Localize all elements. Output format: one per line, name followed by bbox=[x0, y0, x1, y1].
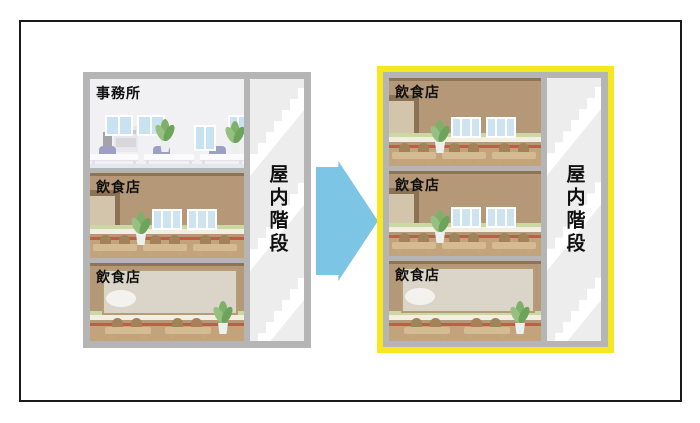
window bbox=[194, 125, 216, 151]
stripe-cream bbox=[389, 137, 541, 142]
floor-base bbox=[90, 164, 244, 168]
door bbox=[389, 188, 419, 228]
dining-table bbox=[442, 143, 486, 164]
dining-table bbox=[392, 233, 436, 254]
window bbox=[451, 207, 481, 228]
dining-table bbox=[105, 318, 151, 339]
stairs-art bbox=[547, 78, 601, 341]
door bbox=[90, 190, 120, 230]
stripe-green bbox=[389, 311, 541, 315]
staircase-column: 屋内階段 bbox=[250, 79, 304, 341]
plant-icon bbox=[429, 210, 451, 243]
floor-label-restaurant: 飲食店 bbox=[395, 178, 440, 194]
floor-restaurant: 飲食店 bbox=[389, 261, 541, 341]
stair-label: 屋内階段 bbox=[266, 164, 289, 256]
floor-restaurant: 飲食店 bbox=[389, 78, 541, 166]
window bbox=[486, 117, 516, 138]
floor-label-restaurant: 飲食店 bbox=[96, 180, 141, 196]
ceiling-trim bbox=[90, 173, 244, 176]
dining-table bbox=[143, 235, 187, 256]
stripe-red bbox=[389, 145, 541, 148]
dining-table bbox=[193, 235, 237, 256]
dining-table bbox=[492, 233, 536, 254]
dining-table bbox=[93, 235, 137, 256]
transition-arrow-icon bbox=[316, 161, 378, 281]
plant-icon bbox=[130, 212, 152, 245]
plant-icon bbox=[212, 301, 234, 334]
stripe-red bbox=[389, 235, 541, 238]
dining-table bbox=[442, 233, 486, 254]
outer-frame: 事務所 bbox=[19, 20, 682, 402]
floor-restaurant: 飲食店 bbox=[90, 263, 244, 341]
dining-table bbox=[464, 318, 510, 339]
plant-icon bbox=[224, 121, 244, 154]
window bbox=[105, 115, 133, 136]
bowl bbox=[405, 288, 435, 305]
bowl bbox=[106, 290, 136, 307]
rooms-column: 飲食店 bbox=[389, 78, 541, 341]
dining-table bbox=[492, 143, 536, 164]
building-before: 事務所 bbox=[83, 72, 311, 348]
door bbox=[389, 95, 419, 135]
floor-label-restaurant: 飲食店 bbox=[395, 268, 440, 284]
stripe-cream bbox=[90, 229, 244, 234]
stairs-art bbox=[250, 79, 304, 341]
floor-label-office: 事務所 bbox=[96, 86, 141, 102]
floor-label-restaurant: 飲食店 bbox=[96, 270, 141, 286]
stripe-cream bbox=[389, 315, 541, 320]
stripe-cream bbox=[90, 315, 244, 320]
dining-table bbox=[165, 318, 211, 339]
office-desk bbox=[90, 146, 138, 164]
window bbox=[451, 117, 481, 138]
cabinet bbox=[103, 132, 112, 152]
plant-icon bbox=[154, 119, 176, 152]
stripe-red bbox=[90, 237, 244, 240]
stripe-cream bbox=[389, 227, 541, 232]
floor-label-restaurant: 飲食店 bbox=[395, 85, 440, 101]
stripe-red bbox=[90, 323, 244, 326]
plant-icon bbox=[429, 120, 451, 153]
stair-label: 屋内階段 bbox=[563, 163, 586, 256]
floor-office: 事務所 bbox=[90, 79, 244, 168]
ceiling-trim bbox=[90, 263, 244, 266]
building-after: 飲食店 bbox=[377, 66, 614, 353]
window bbox=[187, 209, 217, 230]
floor-restaurant: 飲食店 bbox=[90, 173, 244, 258]
staircase-column: 屋内階段 bbox=[547, 78, 601, 341]
rooms-column: 事務所 bbox=[90, 79, 244, 341]
window bbox=[152, 209, 182, 230]
floor-restaurant: 飲食店 bbox=[389, 171, 541, 256]
ceiling-trim bbox=[389, 171, 541, 174]
ceiling-trim bbox=[389, 261, 541, 264]
plant-icon bbox=[509, 301, 531, 334]
dining-table bbox=[404, 318, 450, 339]
window bbox=[486, 207, 516, 228]
dining-table bbox=[392, 143, 436, 164]
stripe-red bbox=[389, 323, 541, 326]
ceiling-trim bbox=[389, 78, 541, 81]
office-desk bbox=[200, 146, 244, 164]
